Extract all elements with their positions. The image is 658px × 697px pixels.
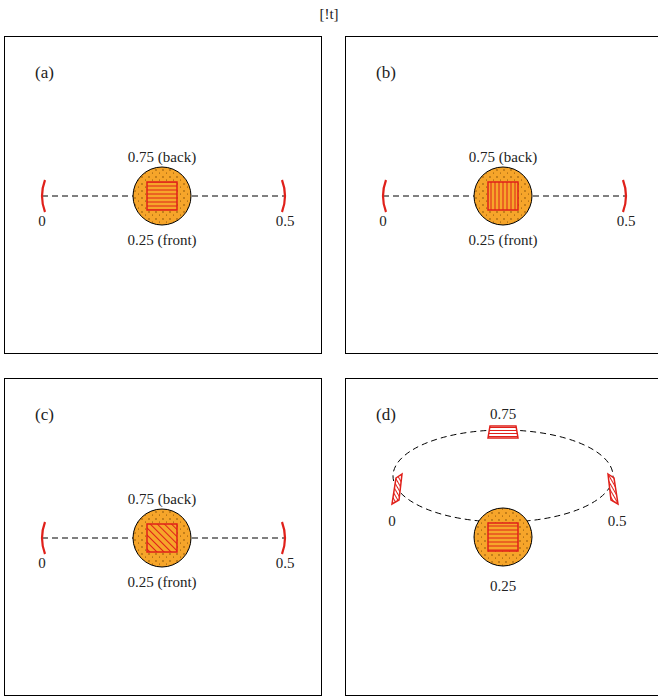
panel-letter: (a) [35,63,54,83]
star-spot [147,524,177,552]
limb-spot [623,180,626,212]
limb-spot [383,180,386,212]
star-spot [147,182,177,210]
limb-spot [42,522,45,554]
phase-label: 0 [379,214,387,229]
phase-label: 0.75 [490,407,516,422]
star-spot [488,182,518,210]
panel-frame: (c) [4,378,322,696]
phase-label: 0 [38,214,46,229]
star-disk [133,167,191,225]
spot-left [392,474,402,504]
phase-label: 0 [38,556,46,571]
limb-spot [282,522,285,554]
limb-spot [282,180,285,212]
phase-label: 0.75 (back) [128,492,196,507]
panel-letter: (c) [35,405,54,425]
panel-frame: (d) [345,378,658,696]
panel-frame: (b) [345,36,658,354]
phase-label: 0 [388,514,396,529]
panel-letter: (b) [376,63,396,83]
panel-frame: (a) [4,36,322,354]
phase-label: 0.5 [617,214,636,229]
phase-label: 0.5 [276,556,295,571]
phase-label: 0.25 (front) [468,233,537,248]
phase-label: 0.25 (front) [127,575,196,590]
panel-letter: (d) [376,405,396,425]
spot-right [608,474,618,504]
phase-label: 0.5 [608,514,627,529]
phase-label: 0.5 [276,214,295,229]
star-disk [474,508,532,566]
star-disk [133,509,191,567]
star-spot [488,523,518,551]
phase-label: 0.75 (back) [128,150,196,165]
limb-spot [42,180,45,212]
spot-back [488,426,518,438]
star-disk [474,167,532,225]
phase-label: 0.25 (front) [127,233,196,248]
placement-note: [!t] [319,7,338,22]
phase-label: 0.25 [490,579,516,594]
phase-label: 0.75 (back) [469,150,537,165]
